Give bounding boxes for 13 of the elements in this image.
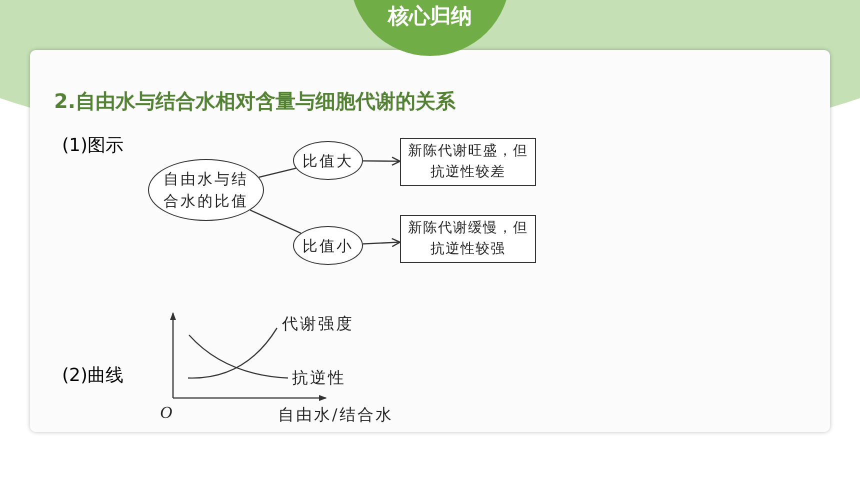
origin-label: O bbox=[160, 402, 172, 424]
curve-label: 代谢强度 bbox=[282, 313, 354, 335]
arrow bbox=[362, 238, 401, 248]
heading: 2.自由水与结合水相对含量与细胞代谢的关系 bbox=[54, 88, 456, 115]
result-box: 新陈代谢旺盛，但抗逆性较差 bbox=[400, 138, 536, 186]
result-box: 新陈代谢缓慢，但抗逆性较强 bbox=[400, 215, 536, 263]
connector-line bbox=[258, 168, 296, 178]
section-label: (2)曲线 bbox=[62, 364, 124, 388]
curve-label: 抗逆性 bbox=[292, 367, 346, 389]
connector-line bbox=[250, 210, 302, 234]
axis-label: 自由水/结合水 bbox=[278, 404, 394, 426]
arrow bbox=[362, 156, 401, 166]
section-label: (1)图示 bbox=[62, 134, 124, 158]
